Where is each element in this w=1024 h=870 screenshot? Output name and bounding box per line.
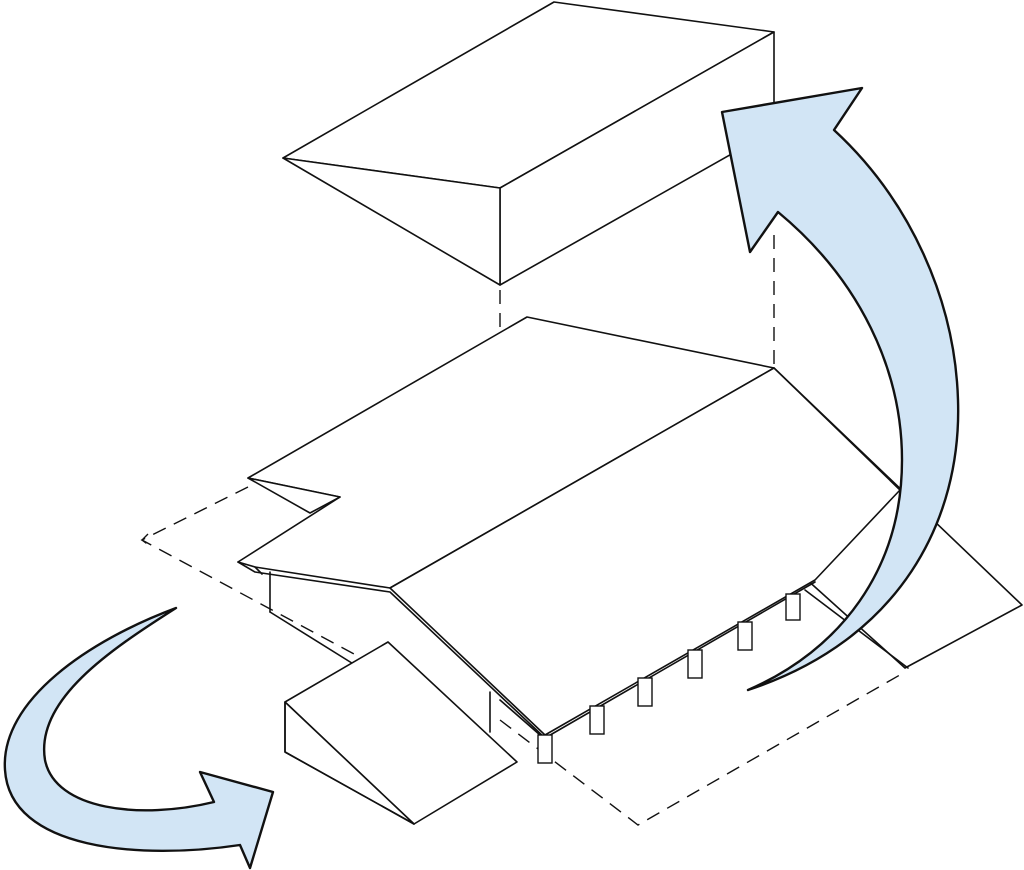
post [538,735,552,763]
post [638,678,652,706]
post [786,594,800,620]
post [738,622,752,650]
roof-volume-lifted [283,2,774,285]
post [590,706,604,734]
post [688,650,702,678]
curved-arrow-left-loop [5,608,273,868]
